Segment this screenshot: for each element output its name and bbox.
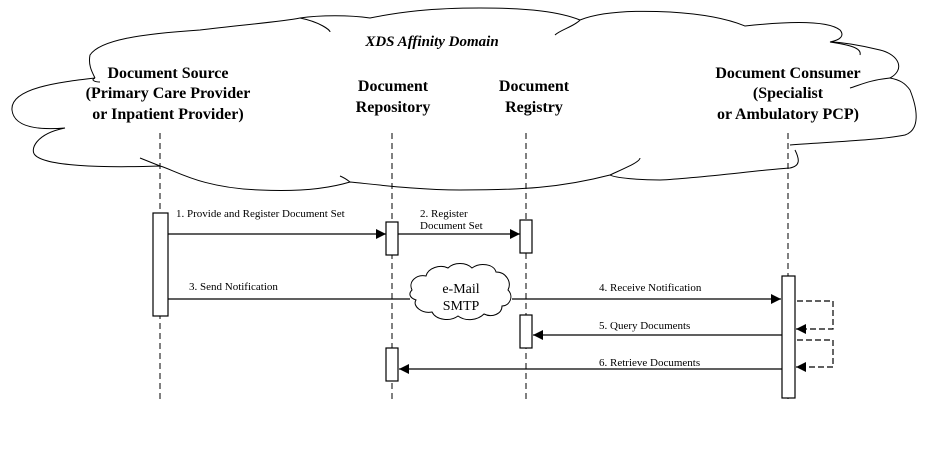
actor-consumer-line1: Document Consumer (715, 65, 860, 82)
self-call-arrow-query (796, 300, 834, 334)
actor-source-line3: or Inpatient Provider) (92, 106, 243, 123)
actor-repository-line2: Repository (356, 99, 431, 116)
actor-registry-line2: Registry (505, 99, 563, 116)
self-call-arrow-retrieve (796, 339, 834, 372)
msg-label-2-line2: Document Set (420, 220, 483, 232)
smtp-cloud: e-Mail SMTP (409, 263, 512, 321)
activation-repository-1 (385, 221, 399, 256)
msg-label-3: 3. Send Notification (189, 281, 278, 293)
affinity-domain-cloud (11, 7, 917, 192)
smtp-line2: SMTP (443, 299, 480, 314)
activation-consumer (781, 275, 796, 399)
msg-label-5: 5. Query Documents (599, 320, 690, 332)
actor-document-repository: Document Repository (356, 78, 431, 116)
actor-consumer-line3: or Ambulatory PCP) (717, 106, 859, 123)
actor-repository-line1: Document (358, 78, 429, 95)
actor-registry-line1: Document (499, 78, 570, 95)
activation-source (152, 212, 169, 317)
actor-source-line2: (Primary Care Provider (86, 85, 251, 102)
actor-document-registry: Document Registry (499, 78, 570, 116)
actor-consumer-line2: (Specialist (753, 85, 824, 102)
domain-title: XDS Affinity Domain (364, 34, 498, 50)
msg-label-1: 1. Provide and Register Document Set (176, 208, 345, 220)
smtp-line1: e-Mail (442, 282, 479, 297)
msg-label-2-line1: 2. Register (420, 208, 468, 220)
actor-document-consumer: Document Consumer (Specialist or Ambulat… (715, 65, 860, 123)
activation-registry-1 (519, 219, 533, 254)
actor-document-source: Document Source (Primary Care Provider o… (86, 65, 251, 123)
msg-label-6: 6. Retrieve Documents (599, 357, 700, 369)
activation-repository-2 (385, 347, 399, 382)
msg-label-4: 4. Receive Notification (599, 282, 702, 294)
activation-registry-2 (519, 314, 533, 349)
actor-source-line1: Document Source (107, 65, 228, 82)
